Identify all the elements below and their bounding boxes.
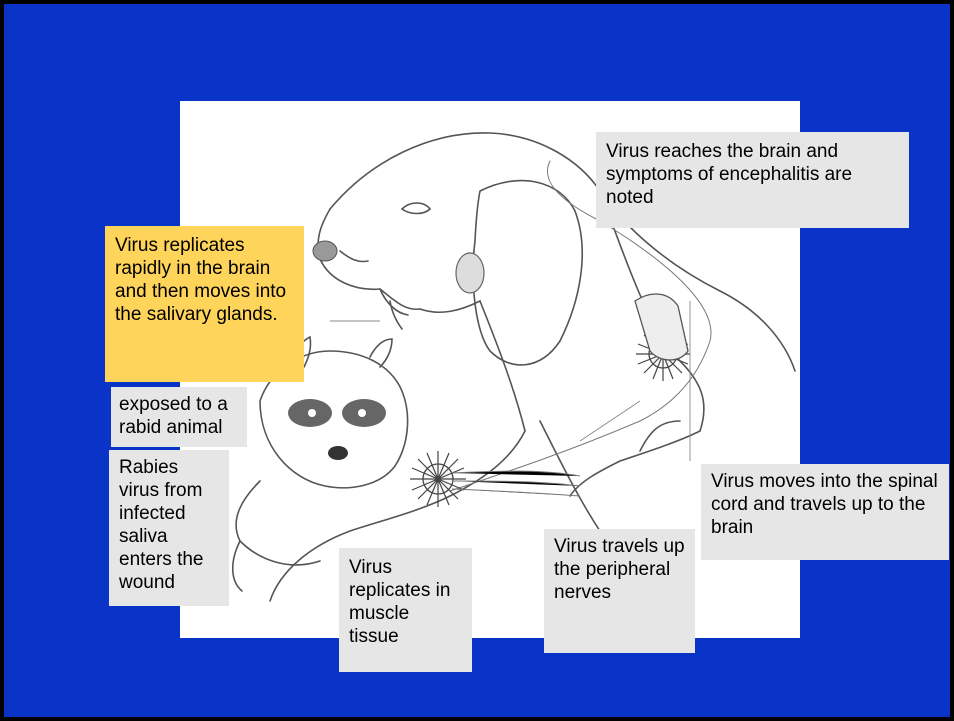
label-encephalitis: Virus reaches the brain and symptoms of … (596, 132, 909, 228)
label-peripheral-nerves: Virus travels up the peripheral nerves (544, 529, 695, 653)
label-salivary-glands: Virus replicates rapidly in the brain an… (105, 226, 304, 382)
spinal-segment-icon (635, 294, 688, 360)
dog-ear-icon (473, 181, 582, 365)
label-muscle-tissue: Virus replicates in muscle tissue (339, 548, 472, 672)
slide: Virus reaches the brain and symptoms of … (4, 4, 950, 717)
dog-leg-icon (570, 431, 700, 496)
label-exposed: exposed to a rabid animal (111, 387, 247, 447)
dog-eye-icon (402, 203, 430, 214)
label-wound: Rabies virus from infected saliva enters… (109, 450, 229, 606)
label-spinal-cord: Virus moves into the spinal cord and tra… (701, 464, 949, 560)
